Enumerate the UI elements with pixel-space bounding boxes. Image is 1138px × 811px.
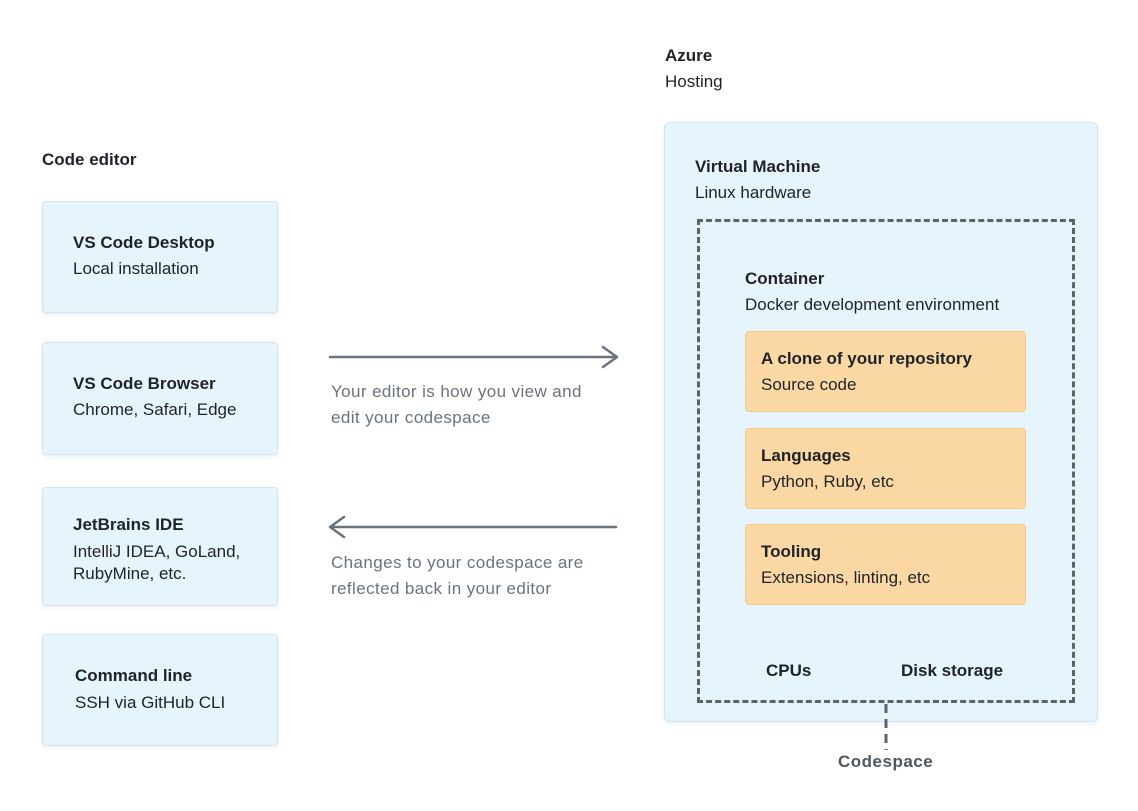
back-arrow bbox=[328, 515, 618, 539]
forward-caption-line2: edit your codespace bbox=[331, 408, 491, 427]
vm-label: Virtual Machine Linux hardware bbox=[695, 156, 820, 204]
editor-title: Command line bbox=[75, 666, 193, 685]
code-editor-heading: Code editor bbox=[42, 150, 137, 169]
editor-title: JetBrains IDE bbox=[73, 515, 184, 534]
container-item-languages: Languages Python, Ruby, etc bbox=[745, 428, 1026, 509]
editor-box-vscode-browser: VS Code Browser Chrome, Safari, Edge bbox=[42, 342, 278, 455]
vm-subtitle: Linux hardware bbox=[695, 183, 812, 202]
back-arrow-caption: Changes to your codespace are reflected … bbox=[331, 550, 584, 602]
container-item-title: A clone of your repository bbox=[761, 349, 972, 368]
container-item-repository: A clone of your repository Source code bbox=[745, 331, 1026, 412]
codespace-label: Codespace bbox=[838, 752, 934, 771]
editor-box-vscode-desktop: VS Code Desktop Local installation bbox=[42, 201, 278, 313]
editor-subtitle: Chrome, Safari, Edge bbox=[73, 400, 237, 419]
back-caption-line1: Changes to your codespace are bbox=[331, 553, 584, 572]
editor-title: VS Code Browser bbox=[73, 374, 216, 393]
forward-arrow-caption: Your editor is how you view and edit you… bbox=[331, 379, 582, 431]
container-item-title: Languages bbox=[761, 446, 851, 465]
azure-subtitle: Hosting bbox=[665, 72, 723, 91]
azure-title: Azure bbox=[665, 46, 713, 65]
container-item-title: Tooling bbox=[761, 542, 822, 561]
container-subtitle: Docker development environment bbox=[745, 295, 1000, 314]
forward-caption-line1: Your editor is how you view and bbox=[331, 382, 582, 401]
resource-cpus: CPUs bbox=[766, 661, 812, 680]
editor-title: VS Code Desktop bbox=[73, 233, 215, 252]
azure-label: Azure Hosting bbox=[665, 45, 723, 93]
editor-subtitle: Local installation bbox=[73, 259, 199, 278]
container-item-subtitle: Source code bbox=[761, 375, 857, 394]
editor-subtitle-line2: RubyMine, etc. bbox=[73, 564, 187, 583]
container-item-subtitle: Extensions, linting, etc bbox=[761, 568, 931, 587]
virtual-machine-box bbox=[664, 122, 1098, 722]
editor-subtitle: SSH via GitHub CLI bbox=[75, 693, 226, 712]
codespace-boundary bbox=[697, 219, 1075, 703]
forward-arrow bbox=[328, 345, 619, 369]
vm-title: Virtual Machine bbox=[695, 157, 821, 176]
resource-disk-storage: Disk storage bbox=[901, 661, 1004, 680]
editor-box-command-line: Command line SSH via GitHub CLI bbox=[42, 634, 278, 746]
container-label: Container Docker development environment bbox=[745, 268, 999, 316]
back-caption-line2: reflected back in your editor bbox=[331, 579, 552, 598]
editor-subtitle-line1: IntelliJ IDEA, GoLand, bbox=[73, 542, 241, 561]
container-item-tooling: Tooling Extensions, linting, etc bbox=[745, 524, 1026, 605]
container-title: Container bbox=[745, 269, 825, 288]
container-item-subtitle: Python, Ruby, etc bbox=[761, 472, 894, 491]
editor-box-jetbrains: JetBrains IDE IntelliJ IDEA, GoLand, Rub… bbox=[42, 487, 278, 606]
